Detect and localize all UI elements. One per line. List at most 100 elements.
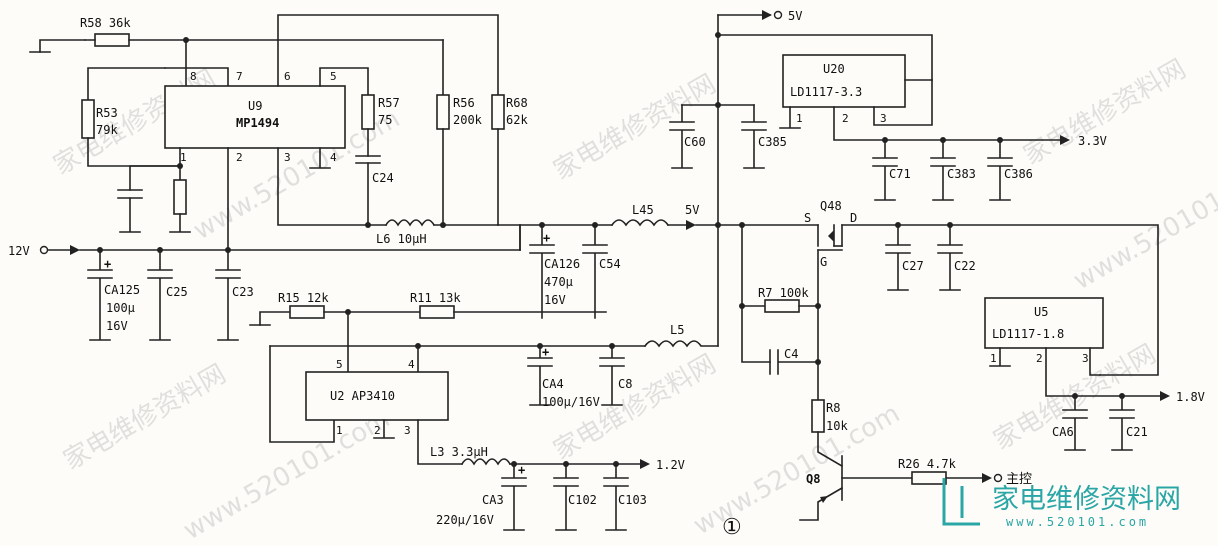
l5-inductor — [643, 340, 719, 348]
net-5v-mid: 5V — [685, 203, 699, 217]
l45-inductor — [610, 219, 670, 227]
svg-text:+: + — [518, 463, 525, 477]
r8-resistor — [811, 399, 825, 433]
u9-ref: U9 — [248, 99, 262, 113]
l6-label: L6 10μH — [376, 232, 427, 246]
r53-value: 79k — [96, 123, 118, 137]
r56-ref: R56 — [453, 96, 475, 110]
q48-ref: Q48 — [820, 199, 842, 213]
r7-label: R7 100k — [758, 286, 809, 300]
r8-value: 10k — [826, 419, 848, 433]
q8-transistor — [799, 455, 913, 521]
ca3-ref: CA3 — [482, 493, 504, 507]
5v-section: + CA126 470μ 16V C54 L45 5V 5V C60 C385 … — [519, 9, 1107, 347]
u9-ic — [164, 85, 346, 149]
u2-pin3: 3 — [404, 424, 411, 437]
q48-g: G — [820, 255, 827, 269]
r56-resistor — [436, 94, 450, 130]
logo-text: 家电维修资料网 — [992, 484, 1181, 515]
r68-value: 62k — [506, 113, 528, 127]
u5-ref: U5 — [1034, 305, 1048, 319]
r11-label: R11 13k — [410, 291, 461, 305]
r58-label: R58 36k — [80, 16, 131, 30]
u2-pin2: 2 — [374, 424, 381, 437]
u20-pin2: 2 — [842, 112, 849, 125]
r26-resistor — [911, 471, 947, 485]
c386-label: C386 — [1004, 167, 1033, 181]
u5-pin1: 1 — [990, 352, 997, 365]
r57-resistor — [361, 94, 375, 130]
c23-label: C23 — [232, 285, 254, 299]
svg-text:+: + — [542, 345, 549, 359]
net-3v3: 3.3V — [1078, 134, 1107, 148]
ca125-ref: CA125 — [104, 283, 140, 297]
u9-pin2: 2 — [236, 151, 243, 164]
c103-label: C103 — [618, 493, 647, 507]
c4-label: C4 — [784, 347, 798, 361]
u2-pin5: 5 — [336, 358, 343, 371]
svg-text:+: + — [104, 257, 111, 271]
site-logo: 家电维修资料网 www.520101.com — [942, 478, 1181, 529]
ca125-value: 100μ — [106, 301, 135, 315]
c25-label: C25 — [166, 285, 188, 299]
c21-label: C21 — [1126, 425, 1148, 439]
watermark-cjk: 家电维修资料网 — [549, 69, 722, 186]
c22-label: C22 — [954, 259, 976, 273]
ca126-ref: CA126 — [544, 257, 580, 271]
u5-part: LD1117-1.8 — [992, 327, 1064, 341]
u20-ic — [782, 54, 906, 108]
r26-label: R26 4.7k — [898, 457, 957, 471]
q48-d: D — [850, 211, 857, 225]
r68-resistor — [491, 94, 505, 130]
r7-resistor — [764, 299, 800, 313]
u20-ref: U20 — [823, 62, 845, 76]
r58-resistor — [94, 33, 130, 47]
ca6-label: CA6 — [1052, 425, 1074, 439]
net-12v: 12V — [8, 244, 30, 258]
c4-capacitor — [769, 349, 819, 375]
ca126-voltage: 16V — [544, 293, 566, 307]
l3-label: L3 3.3μH — [430, 445, 488, 459]
c383-label: C383 — [947, 167, 976, 181]
net-1v2: 1.2V — [656, 458, 685, 472]
input-rail: 12V + CA125 100μ 16V C25 C23 — [8, 244, 521, 341]
c102-label: C102 — [568, 493, 597, 507]
q48-mosfet — [817, 224, 843, 251]
c27-label: C27 — [902, 259, 924, 273]
watermark-cjk: 家电维修资料网 — [59, 359, 232, 476]
u9-pin5: 5 — [330, 70, 337, 83]
c54-label: C54 — [599, 257, 621, 271]
c60-label: C60 — [684, 135, 706, 149]
u20-pin1: 1 — [796, 112, 803, 125]
u2-pin1: 1 — [336, 424, 343, 437]
l45-label: L45 — [632, 203, 654, 217]
1v8-section: S D Q48 G C27 C22 R7 100k C4 R8 10 — [739, 199, 1205, 521]
r57-value: 75 — [378, 113, 392, 127]
ca126-value: 470μ — [544, 275, 573, 289]
c71-label: C71 — [889, 167, 911, 181]
u2-section: R15 12k R11 13k U2 AP3410 5 4 1 2 3 L5 +… — [249, 291, 719, 531]
u9-pin4: 4 — [330, 151, 337, 164]
r11-resistor — [419, 305, 455, 319]
q48-s: S — [804, 211, 811, 225]
r53-resistor — [81, 99, 95, 139]
r53-ref: R53 — [96, 106, 118, 120]
u20-pin3: 3 — [880, 112, 887, 125]
l5-label: L5 — [670, 323, 684, 337]
figure-number: ① — [722, 515, 742, 540]
r15-label: R15 12k — [278, 291, 329, 305]
u5-ic — [984, 297, 1104, 349]
q8-ref: Q8 — [806, 472, 820, 486]
u5-pin3: 3 — [1082, 352, 1089, 365]
u20-part: LD1117-3.3 — [790, 85, 862, 99]
u9-pin7: 7 — [236, 70, 243, 83]
watermark-cjk: 家电维修资料网 — [1019, 54, 1192, 171]
net-1v8: 1.8V — [1176, 390, 1205, 404]
u9-pin3: 3 — [284, 151, 291, 164]
r68-ref: R68 — [506, 96, 528, 110]
u2-pin4: 4 — [408, 358, 415, 371]
net-main-ctrl: 主控 — [1006, 472, 1032, 487]
r8-ref: R8 — [826, 401, 840, 415]
u9-pin8: 8 — [190, 70, 197, 83]
